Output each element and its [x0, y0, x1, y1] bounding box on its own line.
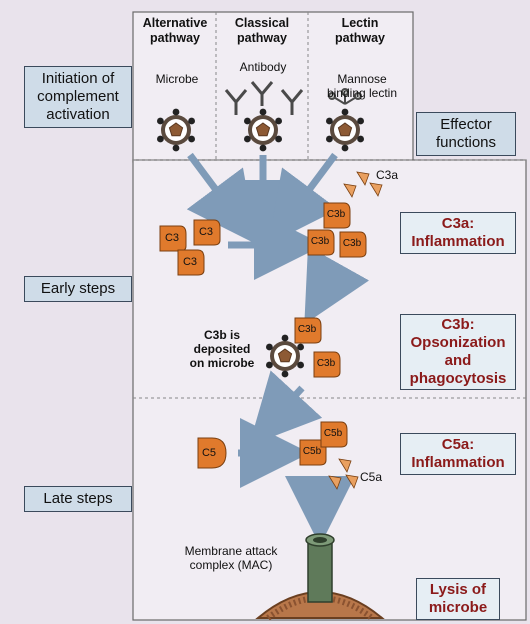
alternative-pathway-header: Alternative pathway	[142, 16, 208, 45]
mac-pore-icon	[307, 539, 333, 603]
lysis-of-microbe-box: Lysis of microbe	[416, 578, 500, 620]
c5-label: C5	[201, 447, 217, 459]
initiation-stage-box: Initiation of complement activation	[24, 66, 132, 128]
deposited-c3b-label-1: C3b	[297, 324, 317, 335]
antibody-label: Antibody	[239, 60, 287, 74]
effector-functions-box: Effector functions	[416, 112, 516, 156]
late-steps-box: Late steps	[24, 486, 132, 512]
microbe-label: Microbe	[155, 72, 199, 86]
antibody-icons	[224, 81, 304, 115]
c3a-inflammation-box: C3a: Inflammation	[400, 212, 516, 254]
c3b-deposited-caption: C3b is deposited on microbe	[189, 328, 255, 370]
c3b-label-1: C3b	[326, 209, 346, 220]
classical-pathway-header: Classical pathway	[234, 16, 290, 45]
deposited-c3b-label-2: C3b	[316, 358, 336, 369]
c3a-label: C3a	[375, 168, 398, 182]
c3-label-2: C3	[198, 226, 214, 238]
c5a-label: C5a	[359, 470, 382, 484]
c3b-label-2: C3b	[310, 236, 330, 247]
pathway-arrows	[186, 152, 370, 546]
c5b-label-1: C5b	[302, 446, 322, 457]
mannose-binding-lectin-icon	[328, 88, 362, 105]
early-steps-box: Early steps	[24, 276, 132, 302]
lectin-pathway-header: Lectin pathway	[334, 16, 385, 45]
c3-label-3: C3	[182, 256, 198, 268]
c3-label-1: C3	[164, 232, 180, 244]
c3b-opsonization-box: C3b: Opsonization and phagocytosis	[400, 314, 516, 390]
c5-protein-icon	[197, 437, 227, 469]
c5a-inflammation-box: C5a: Inflammation	[400, 433, 516, 475]
mannose-binding-lectin-label: Mannose binding lectin	[326, 72, 398, 100]
c3b-label-3: C3b	[342, 238, 362, 249]
c5b-label-2: C5b	[323, 428, 343, 439]
mac-label: Membrane attack complex (MAC)	[184, 544, 278, 572]
